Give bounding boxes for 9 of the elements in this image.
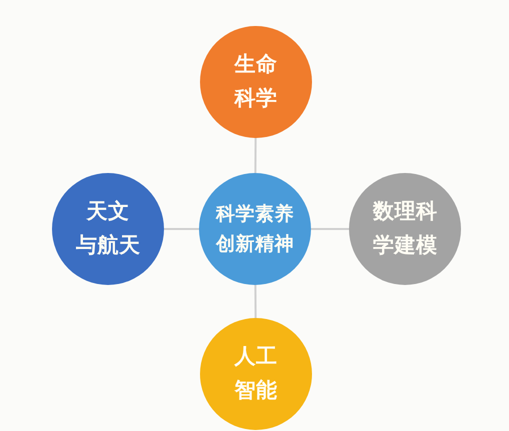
connector-line [254, 285, 257, 318]
circle-label: 人工智能 [234, 343, 278, 404]
connector-line [164, 228, 199, 230]
connector-line [254, 138, 257, 173]
circle-label: 科学素养创新精神 [216, 202, 294, 257]
connector-line [311, 228, 349, 230]
circle-label: 生命科学 [234, 51, 278, 112]
circle-label: 数理科学建模 [372, 198, 438, 259]
circle-label: 天文与航天 [76, 198, 140, 259]
